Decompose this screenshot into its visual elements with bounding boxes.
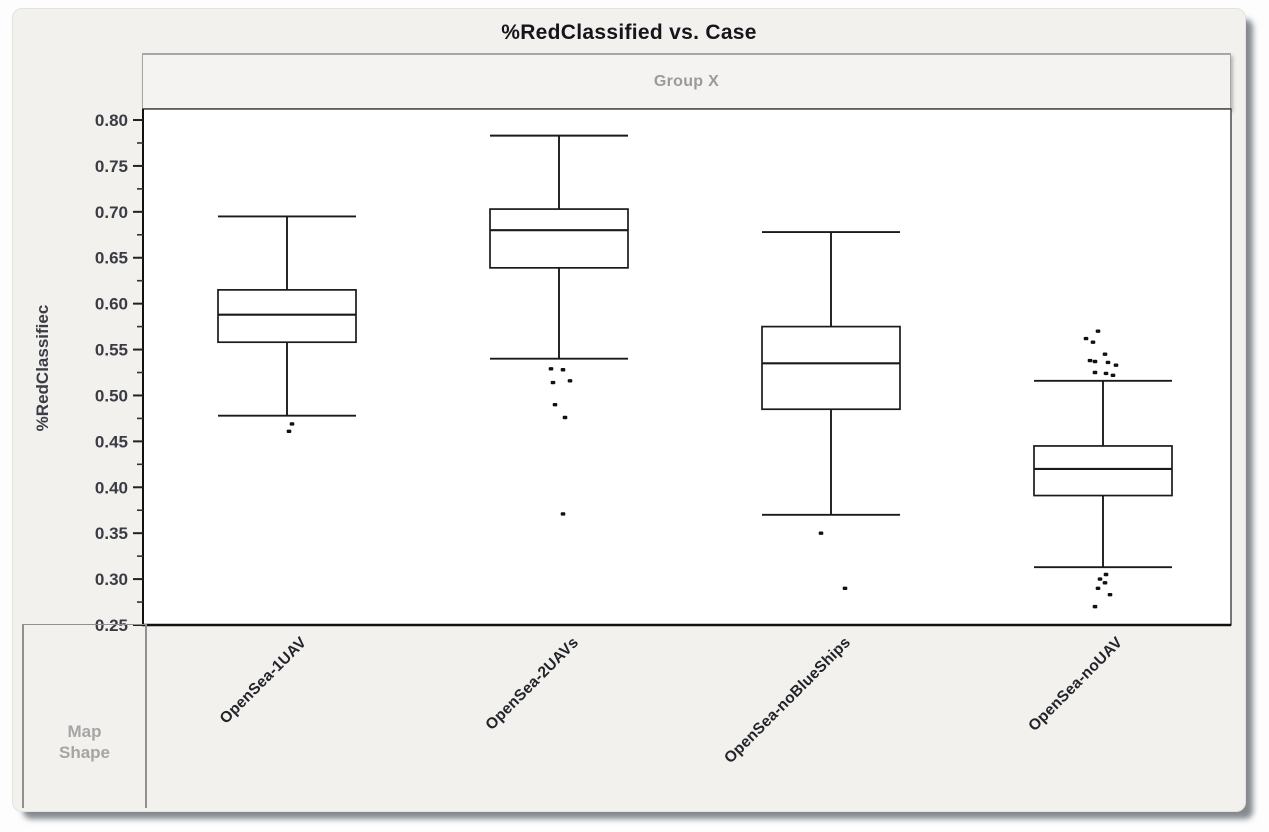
boxplot-chart[interactable]: 0.80 0.75 0.70 0.65 0.60 0.55 0.50 0.45 0.40 0.35… xyxy=(33,101,1243,641)
y-tick-label: 0.30 xyxy=(95,570,128,589)
outlier-point[interactable] xyxy=(562,415,568,420)
outlier-point[interactable] xyxy=(548,367,554,371)
outlier-point[interactable] xyxy=(289,422,295,426)
y-tick-label: 0.70 xyxy=(95,203,128,222)
outlier-point[interactable] xyxy=(1103,371,1109,376)
x-axis-label-opensea-noblueships: OpenSea-noBlueShips xyxy=(721,634,855,767)
y-tick-label: 0.55 xyxy=(95,341,128,360)
group-band-label: Group X xyxy=(653,72,720,90)
chart-window: %RedClassified vs. Case Group X 0.80 0.75… xyxy=(12,8,1246,812)
y-tick-label: 0.60 xyxy=(95,295,128,314)
y-tick-label: 0.25 xyxy=(95,616,128,635)
outlier-point[interactable] xyxy=(1102,352,1108,356)
outlier-point[interactable] xyxy=(818,531,824,535)
plot-area[interactable] xyxy=(142,108,1232,626)
outlier-point[interactable] xyxy=(552,402,558,407)
outlier-point[interactable] xyxy=(1092,359,1098,364)
outlier-point[interactable] xyxy=(1090,340,1096,344)
x-axis-label-opensea-nouav: OpenSea-noUAV xyxy=(1025,634,1127,735)
y-tick-label: 0.45 xyxy=(95,432,128,451)
y-tick-label: 0.80 xyxy=(95,111,128,130)
y-tick-label: 0.75 xyxy=(95,157,128,176)
box-rect-opensea-1uav[interactable] xyxy=(217,289,357,344)
y-tick-label: 0.65 xyxy=(95,249,128,268)
outlier-point[interactable] xyxy=(1107,593,1113,597)
outlier-point[interactable] xyxy=(1103,572,1109,577)
outlier-point[interactable] xyxy=(550,380,556,385)
outlier-point[interactable] xyxy=(1095,586,1101,590)
x-axis-label-opensea-1uav: OpenSea-1UAV xyxy=(216,634,311,728)
outlier-point[interactable] xyxy=(1105,360,1111,365)
outlier-point[interactable] xyxy=(1087,358,1093,363)
outlier-point[interactable] xyxy=(567,379,573,383)
outlier-point[interactable] xyxy=(1110,373,1116,377)
outlier-point[interactable] xyxy=(560,512,566,516)
outlier-point[interactable] xyxy=(1092,604,1098,609)
outlier-point[interactable] xyxy=(286,429,292,433)
y-axis-title: %RedClassifiec xyxy=(33,304,52,432)
outlier-point[interactable] xyxy=(1113,363,1119,367)
chart-title: %RedClassified vs. Case xyxy=(501,21,757,44)
outlier-point[interactable] xyxy=(842,586,848,590)
outlier-point[interactable] xyxy=(1092,370,1098,375)
outlier-point[interactable] xyxy=(1083,336,1089,341)
y-tick-label: 0.35 xyxy=(95,524,128,543)
outlier-point[interactable] xyxy=(1102,581,1108,585)
box-rect-opensea-noblueships[interactable] xyxy=(761,325,901,411)
box-rect-opensea-2uavs[interactable] xyxy=(489,208,629,269)
outlier-point[interactable] xyxy=(1095,329,1101,333)
outlier-point[interactable] xyxy=(560,368,566,372)
y-tick-label: 0.50 xyxy=(95,386,128,405)
x-axis-label-opensea-2uavs: OpenSea-2UAVs xyxy=(482,634,583,734)
group-band: Group X xyxy=(142,53,1231,109)
y-tick-label: 0.40 xyxy=(95,478,128,497)
outlier-point[interactable] xyxy=(1097,577,1103,581)
box-rect-opensea-nouav[interactable] xyxy=(1033,445,1173,497)
map-shape-label: Map Shape xyxy=(58,722,111,762)
map-shape-cell: Map Shape xyxy=(22,624,147,808)
